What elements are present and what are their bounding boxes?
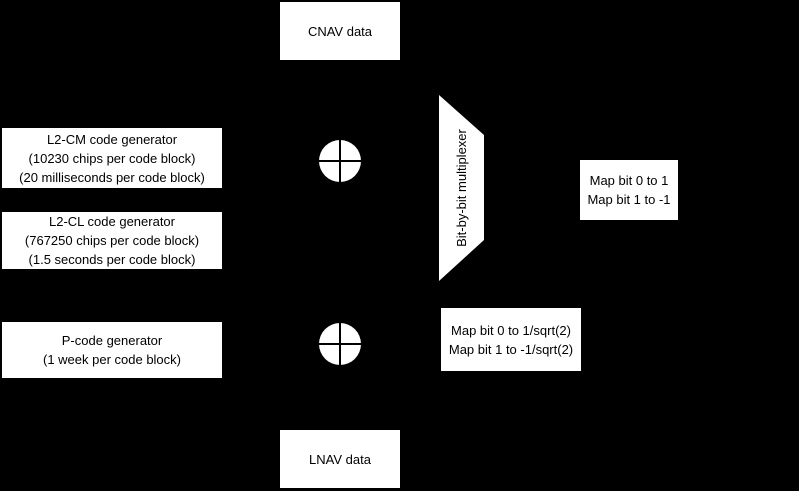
pcode-generator-duration: (1 week per code block) xyxy=(42,352,181,367)
l2cl-generator-title: L2-CL code generator xyxy=(49,214,175,229)
l2cl-generator-chips: (767250 chips per code block) xyxy=(24,233,200,248)
multiplexer-label: Bit-by-bit multiplexer xyxy=(454,129,469,247)
map-lower-line2: Map bit 1 to -1/sqrt(2) xyxy=(448,341,574,357)
map-upper-line2: Map bit 1 to -1 xyxy=(587,192,671,207)
l2cl-generator-duration: (1.5 seconds per code block) xyxy=(28,252,196,267)
xor-adder-lower-icon xyxy=(316,320,364,368)
xor-cross-horizontal xyxy=(316,343,364,345)
cnav-data-box: CNAV data xyxy=(280,2,400,60)
cnav-data-label: CNAV data xyxy=(307,23,373,39)
l2cm-generator-chips: (10230 chips per code block) xyxy=(28,150,196,166)
map-bit-upper-box: Map bit 0 to 1 Map bit 1 to -1 xyxy=(580,160,678,220)
map-bit-lower-box: Map bit 0 to 1/sqrt(2) Map bit 1 to -1/s… xyxy=(441,308,581,371)
lnav-data-box: LNAV data xyxy=(280,430,400,488)
l2cm-generator-title: L2-CM code generator xyxy=(46,131,178,147)
xor-adder-upper-icon xyxy=(316,137,364,185)
map-upper-line1: Map bit 0 to 1 xyxy=(589,173,669,188)
map-lower-line1: Map bit 0 to 1/sqrt(2) xyxy=(451,322,571,338)
l2cm-generator-duration: (20 milliseconds per code block) xyxy=(19,169,205,185)
lnav-data-label: LNAV data xyxy=(309,451,371,467)
l2cl-generator-box: L2-CL code generator (767250 chips per c… xyxy=(2,212,222,269)
pcode-generator-box: P-code generator (1 week per code block) xyxy=(2,322,222,378)
l2cm-generator-box: L2-CM code generator (10230 chips per co… xyxy=(2,128,222,188)
multiplexer-shape xyxy=(439,95,484,281)
xor-cross-horizontal xyxy=(316,160,364,162)
pcode-generator-title: P-code generator xyxy=(61,333,163,348)
